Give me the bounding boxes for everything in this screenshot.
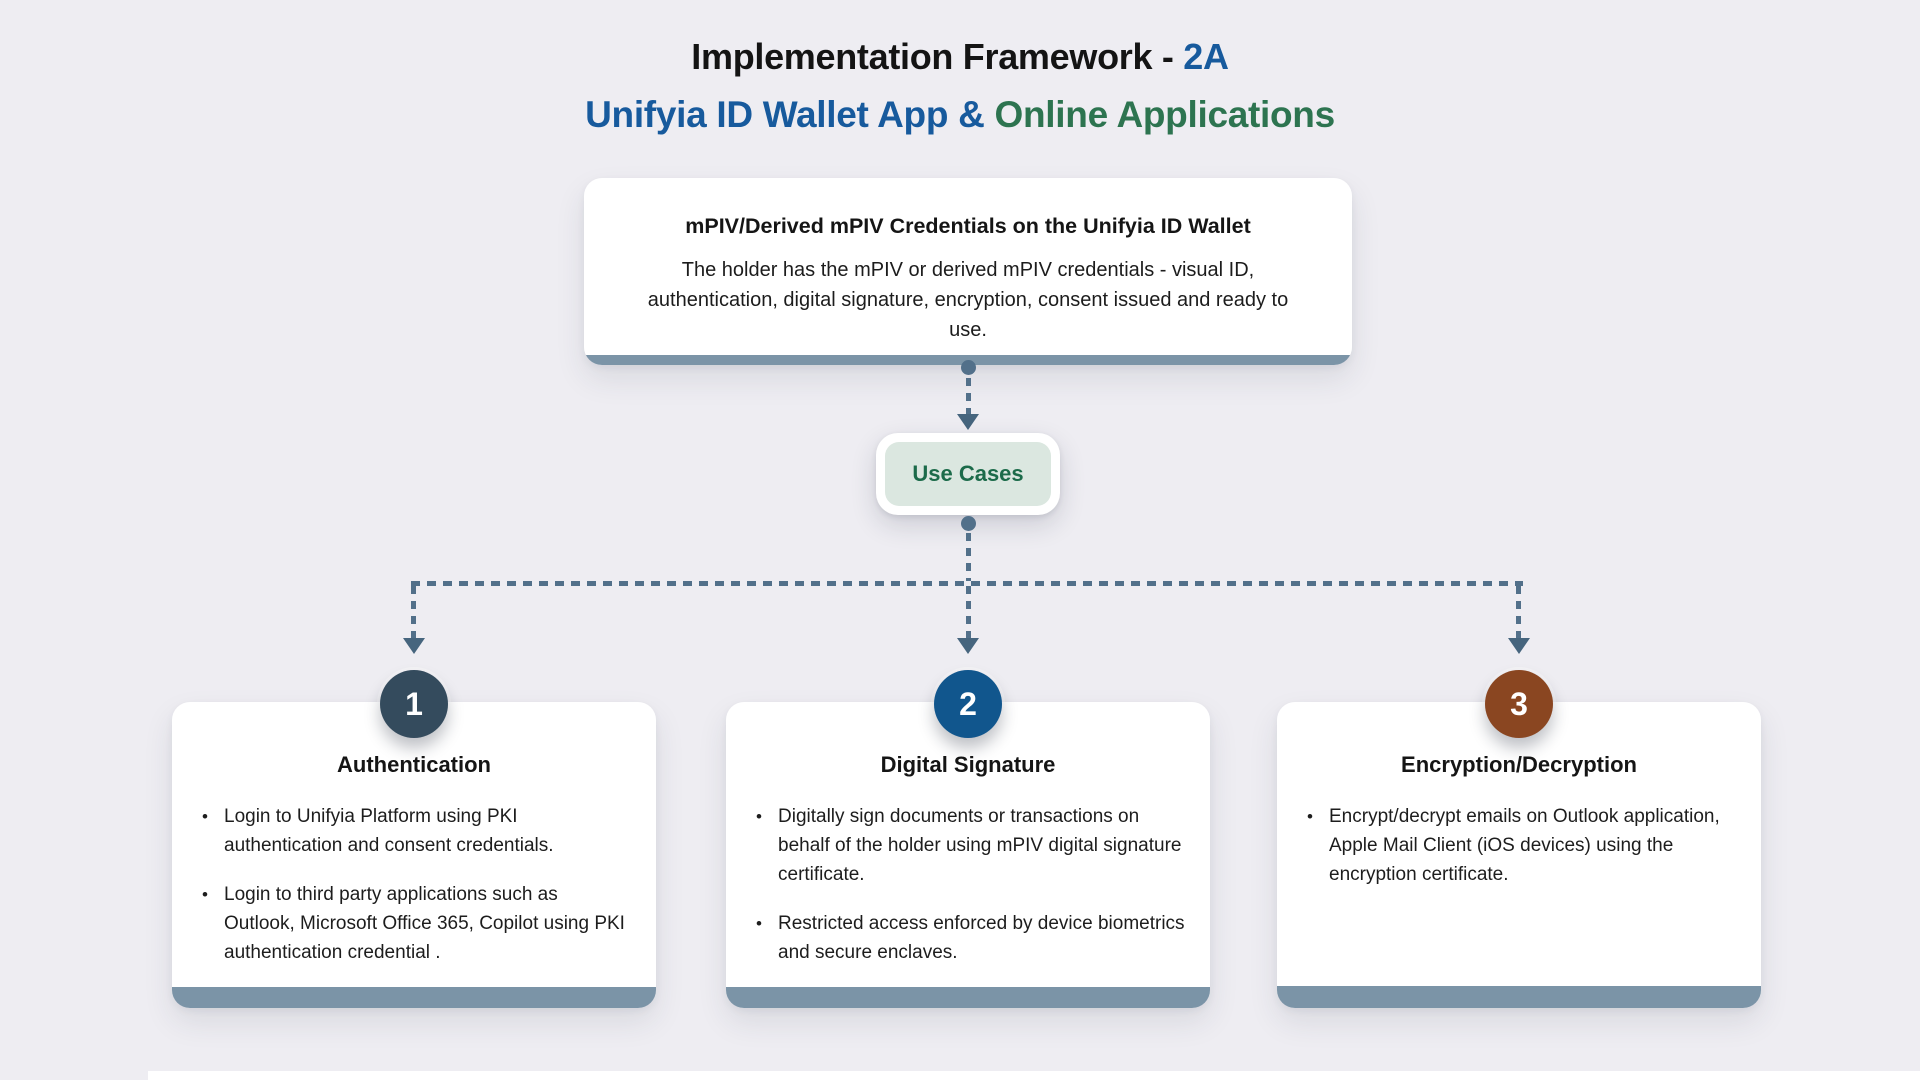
use-cases-pill: Use Cases [876, 433, 1060, 515]
credentials-card-description: The holder has the mPIV or derived mPIV … [647, 259, 1289, 341]
use-case-card-digital-signature: Digital Signature • Digitally sign docum… [726, 702, 1210, 1008]
subtitle: Unifyia ID Wallet App & Online Applicati… [0, 94, 1920, 136]
card-body: Digital Signature • Digitally sign docum… [726, 702, 1210, 987]
step-circle-1: 1 [380, 670, 448, 738]
main-title-highlight: 2A [1183, 36, 1229, 77]
arrow-down-icon [1508, 638, 1530, 654]
branch-drop-line-1 [411, 586, 416, 638]
connector-dot-top [961, 360, 976, 375]
card-bullet-list: • Digitally sign documents or transactio… [726, 802, 1210, 967]
bottom-strip [148, 1071, 1920, 1080]
arrow-down-icon [957, 414, 979, 430]
step-circle-2: 2 [934, 670, 1002, 738]
card-title: Encryption/Decryption [1401, 752, 1637, 777]
bullet-item: • Digitally sign documents or transactio… [756, 802, 1186, 889]
card-accent-bar [172, 987, 656, 1008]
step-number-1: 1 [405, 685, 423, 722]
branch-drop-line-3 [1516, 586, 1521, 638]
card-body: Encryption/Decryption • Encrypt/decrypt … [1277, 702, 1761, 986]
card-body: Authentication • Login to Unifyia Platfo… [172, 702, 656, 987]
card-accent-bar [1277, 986, 1761, 1008]
use-case-card-authentication: Authentication • Login to Unifyia Platfo… [172, 702, 656, 1008]
credentials-card-body: mPIV/Derived mPIV Credentials on the Uni… [584, 178, 1352, 355]
connector-dot-bottom [961, 516, 976, 531]
bullet-text: Encrypt/decrypt emails on Outlook applic… [1329, 806, 1720, 885]
step-circle-3: 3 [1485, 670, 1553, 738]
arrow-down-icon [403, 638, 425, 654]
credentials-card: mPIV/Derived mPIV Credentials on the Uni… [584, 178, 1352, 365]
bullet-text: Restricted access enforced by device bio… [778, 913, 1185, 963]
use-cases-label: Use Cases [885, 442, 1051, 506]
bullet-marker: • [1307, 807, 1313, 826]
branch-drop-line-2 [966, 586, 971, 638]
connector-line-mid [966, 533, 971, 581]
subtitle-blue-text: Unifyia ID Wallet App & [585, 94, 995, 135]
bullet-marker: • [202, 885, 208, 904]
step-number-2: 2 [959, 685, 977, 722]
card-title: Authentication [337, 752, 491, 777]
arrow-down-icon [957, 638, 979, 654]
bullet-item: • Login to third party applications such… [202, 880, 632, 967]
connector-line-top [966, 378, 971, 414]
bullet-marker: • [756, 807, 762, 826]
bullet-text: Login to Unifyia Platform using PKI auth… [224, 806, 554, 856]
step-number-3: 3 [1510, 685, 1528, 722]
bullet-marker: • [202, 807, 208, 826]
card-bullet-list: • Encrypt/decrypt emails on Outlook appl… [1277, 802, 1761, 889]
branch-horizontal-line [411, 581, 1523, 586]
main-title: Implementation Framework - 2A [0, 36, 1920, 78]
card-bullet-list: • Login to Unifyia Platform using PKI au… [172, 802, 656, 967]
card-accent-bar [726, 987, 1210, 1008]
card-title: Digital Signature [880, 752, 1056, 777]
subtitle-green-text: Online Applications [994, 94, 1336, 135]
bullet-item: • Login to Unifyia Platform using PKI au… [202, 802, 632, 860]
bullet-text: Digitally sign documents or transactions… [778, 806, 1182, 885]
credentials-card-heading: mPIV/Derived mPIV Credentials on the Uni… [685, 214, 1251, 238]
bullet-item: • Encrypt/decrypt emails on Outlook appl… [1307, 802, 1737, 889]
main-title-text: Implementation Framework - [691, 36, 1184, 77]
bullet-marker: • [756, 914, 762, 933]
bullet-item: • Restricted access enforced by device b… [756, 909, 1186, 967]
bullet-text: Login to third party applications such a… [224, 884, 625, 963]
use-case-card-encryption-decryption: Encryption/Decryption • Encrypt/decrypt … [1277, 702, 1761, 1008]
